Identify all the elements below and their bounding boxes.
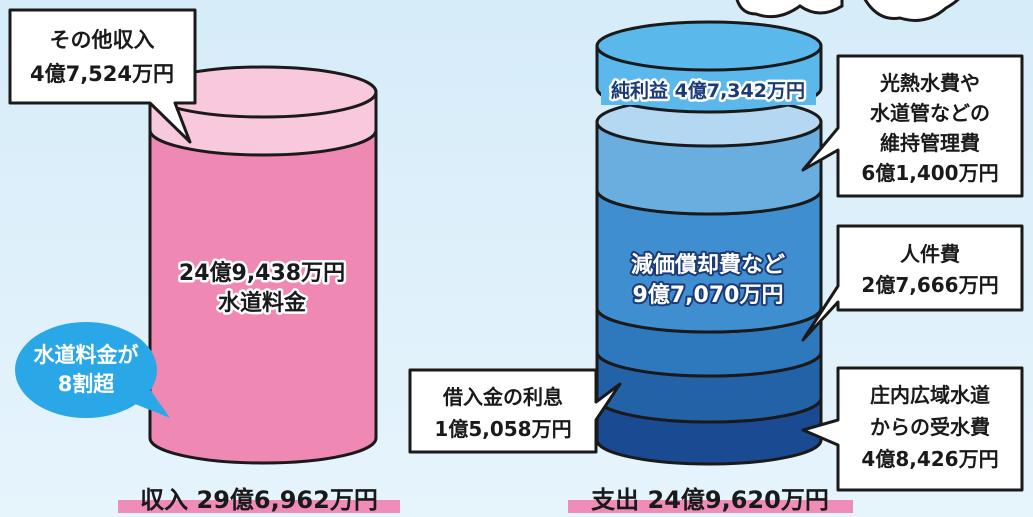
net-profit-label-box <box>601 75 816 105</box>
maintenance-line-1: 光熱水費や <box>879 71 980 95</box>
net-profit-label: 純利益 4億7,342万円 <box>611 79 805 102</box>
water-purchase-line-2: からの受水費 <box>870 415 990 439</box>
water-purchase-line-1: 庄内広域水道 <box>870 383 990 407</box>
expense-title: 支出 24億9,620万円 <box>591 486 829 514</box>
expense-maintenance-segment <box>595 120 823 216</box>
other-income-amount: 4億7,524万円 <box>30 62 174 86</box>
revenue-cylinder <box>148 65 378 465</box>
interest-amount: 1億5,058万円 <box>434 417 571 441</box>
revenue-title: 収入 29億6,962万円 <box>140 486 378 514</box>
personnel-callout: 人件費 2億7,666万円 <box>801 224 1024 342</box>
depreciation-amount: 9億7,070万円 <box>633 282 784 308</box>
personnel-amount: 2億7,666万円 <box>861 273 998 297</box>
maintenance-callout: 光熱水費や 水道管などの 維持管理費 6億1,400万円 <box>801 54 1024 198</box>
expense-net-profit-top <box>595 20 823 72</box>
maintenance-line-3: 維持管理費 <box>880 131 980 155</box>
water-purchase-callout: 庄内広域水道 からの受水費 4億8,426万円 <box>801 366 1024 492</box>
water-purchase-amount: 4億8,426万円 <box>861 447 998 471</box>
revenue-water-fee-segment <box>148 128 378 465</box>
note-line-1: 水道料金が <box>34 343 139 367</box>
other-income-callout: その他収入 4億7,524万円 <box>8 8 197 144</box>
other-income-label: その他収入 <box>50 28 155 52</box>
depreciation-label: 減価償却費など <box>631 253 785 278</box>
thought-cloud <box>709 0 960 46</box>
water-fee-note-bubble: 水道料金が 8割超 <box>15 322 170 418</box>
maintenance-line-2: 水道管などの <box>870 101 990 125</box>
water-fee-amount: 24億9,438万円 <box>179 260 345 286</box>
expense-title-highlight <box>568 500 853 513</box>
water-fee-label: 水道料金 <box>218 290 307 316</box>
expense-cylinder <box>595 20 823 466</box>
note-line-2: 8割超 <box>58 372 116 396</box>
personnel-label: 人件費 <box>900 242 960 266</box>
interest-callout: 借入金の利息 1億5,058万円 <box>408 368 622 454</box>
revenue-title-highlight <box>118 500 400 513</box>
interest-label: 借入金の利息 <box>442 385 563 409</box>
maintenance-amount: 6億1,400万円 <box>861 161 998 185</box>
